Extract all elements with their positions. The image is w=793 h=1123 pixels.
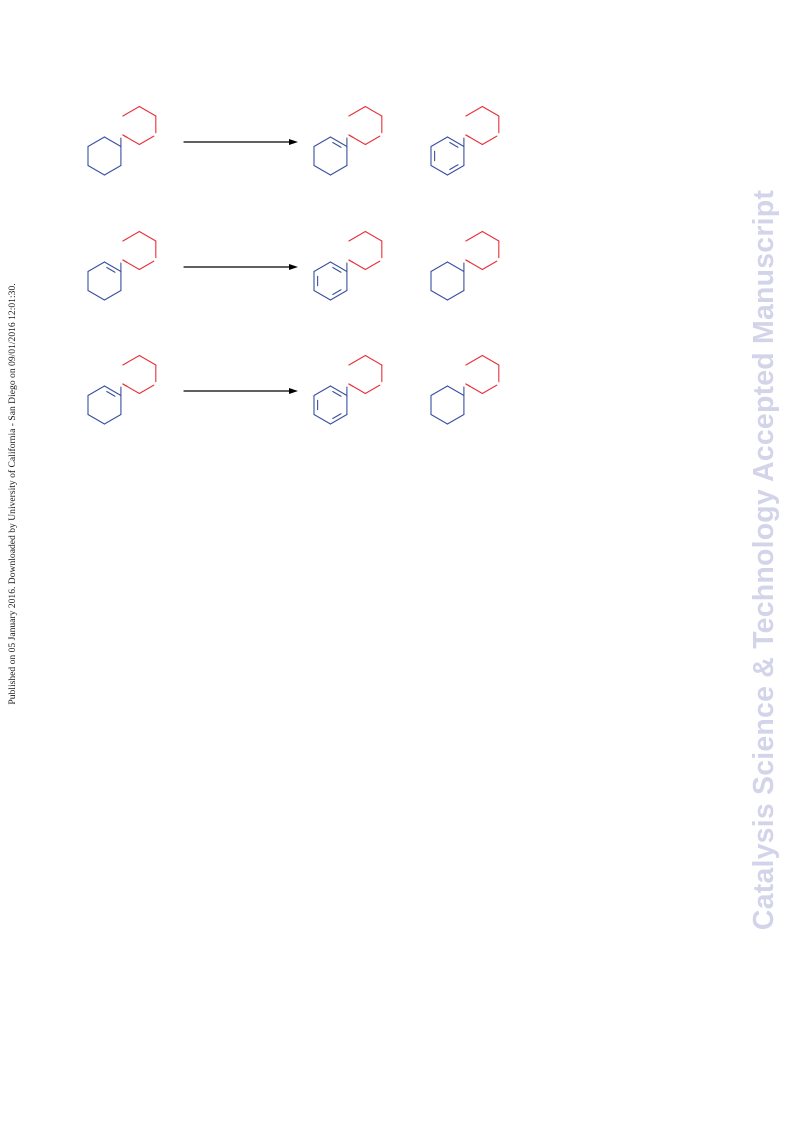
reaction-arrow <box>183 264 298 270</box>
reactant-molecule <box>87 105 157 176</box>
publication-note: Published on 05 January 2016. Downloaded… <box>7 283 18 705</box>
product-molecule <box>430 230 500 301</box>
product-molecule <box>313 354 383 425</box>
reactant-molecule <box>87 230 157 301</box>
reactant-molecule <box>87 354 157 425</box>
reaction-arrow <box>183 139 298 145</box>
product-molecule <box>313 230 383 301</box>
product-molecule <box>313 105 383 176</box>
reaction-arrow <box>183 388 298 394</box>
product-molecule <box>430 354 500 425</box>
product-molecule <box>430 105 500 176</box>
accepted-manuscript-watermark: Catalysis Science & Technology Accepted … <box>748 189 780 931</box>
